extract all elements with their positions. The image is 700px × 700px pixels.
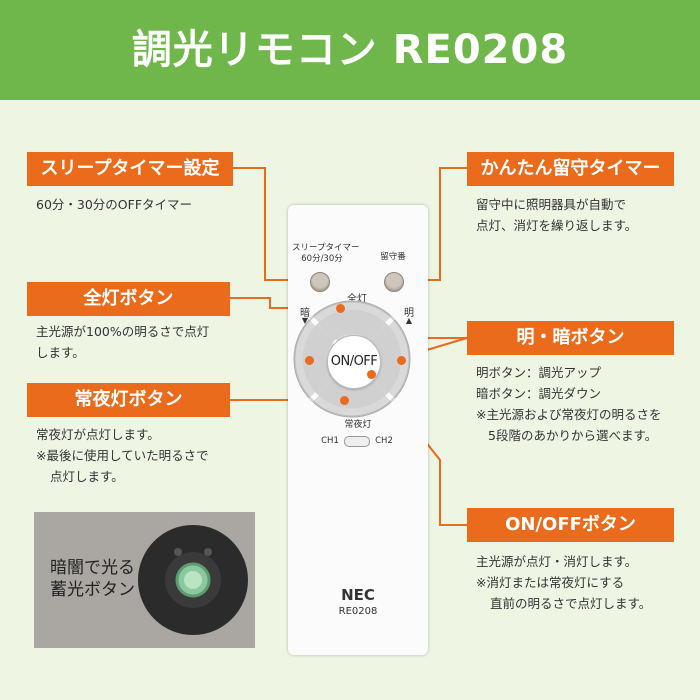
desc-onoff-line2: ※消灯または常夜灯にする — [476, 575, 625, 590]
desc-full-light: 主光源が100%の明るさで点灯 します。 — [36, 321, 209, 363]
bright-button[interactable] — [370, 324, 402, 394]
channel-switch[interactable] — [344, 436, 370, 447]
tag-onoff: ON/OFFボタン — [467, 508, 674, 542]
desc-bright-dark-line3: ※主光源および常夜灯の明るさを — [476, 407, 662, 422]
ch2-label: CH2 — [375, 436, 393, 446]
dark-arrow-icon: ▼ — [301, 316, 309, 325]
sleep-timer-sublabel: 60分/30分 — [301, 254, 343, 264]
onoff-button[interactable]: ON/OFF — [327, 335, 381, 389]
full-light-marker — [336, 304, 345, 313]
bright-marker — [397, 356, 406, 365]
dark-label: 暗 — [300, 308, 310, 319]
desc-night-light: 常夜灯が点灯します。 ※最後に使用していた明るさで 点灯します。 — [36, 424, 209, 487]
desc-full-light-line2: します。 — [36, 345, 85, 360]
dark-marker — [305, 356, 314, 365]
bright-arrow-icon: ▲ — [405, 316, 413, 325]
glow-caption-line1: 暗闇で光る — [50, 558, 135, 578]
desc-onoff: 主光源が点灯・消灯します。 ※消灯または常夜灯にする 直前の明るさで点灯します。 — [476, 551, 651, 614]
glow-caption-line2: 蓄光ボタン — [50, 580, 135, 600]
desc-away-timer: 留守中に照明器具が自動で 点灯、消灯を繰り返します。 — [476, 194, 637, 236]
tag-away-timer: かんたん留守タイマー — [467, 152, 674, 186]
direction-pad — [293, 300, 411, 418]
full-light-button[interactable] — [317, 309, 387, 341]
tag-bright-dark: 明・暗ボタン — [467, 321, 674, 355]
onoff-marker — [367, 370, 376, 379]
desc-bright-dark: 明ボタン：調光アップ 暗ボタン：調光ダウン ※主光源および常夜灯の明るさを 5段… — [476, 362, 661, 446]
away-button[interactable] — [384, 272, 404, 292]
desc-full-light-line1: 主光源が100%の明るさで点灯 — [36, 324, 210, 339]
bright-label: 明 — [404, 308, 414, 319]
ch1-label: CH1 — [321, 436, 339, 446]
desc-bright-dark-line4: 5段階のあかりから選べます。 — [488, 428, 658, 443]
brand-logo: NEC — [341, 586, 375, 604]
desc-night-light-line2: ※最後に使用していた明るさで — [36, 448, 209, 463]
glow-button-caption: 暗闇で光る 蓄光ボタン — [50, 557, 135, 601]
night-light-marker — [340, 396, 349, 405]
desc-away-timer-line2: 点灯、消灯を繰り返します。 — [476, 218, 638, 233]
full-light-label: 全灯 — [347, 294, 367, 305]
model-number: RE0208 — [338, 606, 378, 617]
tag-full-light: 全灯ボタン — [27, 282, 230, 316]
desc-bright-dark-line1: 明ボタン：調光アップ — [476, 365, 602, 380]
tag-sleep-timer: スリープタイマー設定 — [27, 152, 233, 186]
header-bar — [0, 0, 700, 100]
desc-night-light-line1: 常夜灯が点灯します。 — [36, 427, 160, 442]
desc-bright-dark-line2: 暗ボタン：調光ダウン — [476, 386, 602, 401]
away-label: 留守番 — [380, 252, 406, 262]
glow-button-closeup — [138, 525, 248, 635]
page-title: 調光リモコン RE0208 — [131, 27, 569, 73]
desc-night-light-line3: 点灯します。 — [50, 469, 124, 484]
desc-onoff-line3: 直前の明るさで点灯します。 — [490, 596, 652, 611]
night-light-label: 常夜灯 — [344, 420, 372, 430]
night-light-button[interactable] — [317, 377, 387, 409]
sleep-timer-label: スリープタイマー — [292, 243, 360, 253]
dark-button[interactable] — [302, 324, 334, 394]
sleep-timer-button[interactable] — [310, 272, 330, 292]
desc-onoff-line1: 主光源が点灯・消灯します。 — [476, 554, 638, 569]
desc-away-timer-line1: 留守中に照明器具が自動で — [476, 197, 627, 212]
tag-night-light: 常夜灯ボタン — [27, 383, 230, 417]
desc-sleep-timer: 60分・30分のOFFタイマー — [36, 197, 193, 212]
